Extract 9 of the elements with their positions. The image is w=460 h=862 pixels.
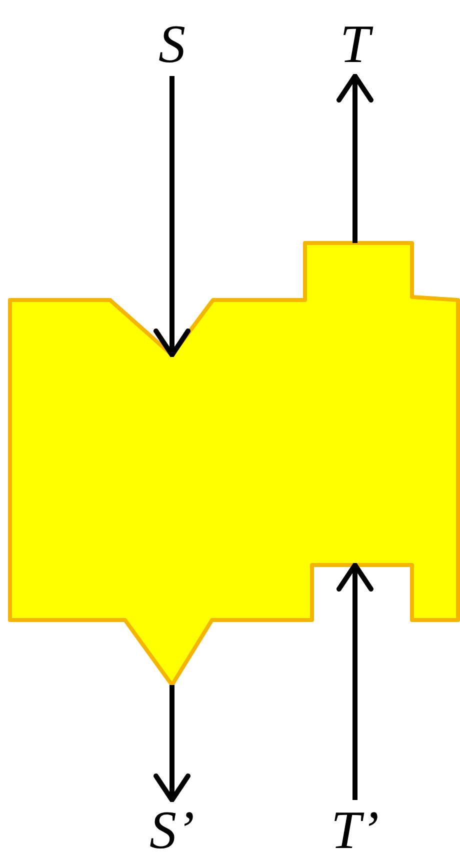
arrow — [154, 76, 190, 358]
arrow — [336, 562, 374, 800]
variable-label: S — [147, 14, 197, 76]
variable-label: S’ — [143, 800, 201, 862]
arrow — [336, 74, 374, 243]
variable-label: T’ — [323, 800, 387, 862]
variable-label: T — [328, 14, 382, 76]
arrow — [154, 685, 190, 802]
process-block — [8, 241, 460, 687]
